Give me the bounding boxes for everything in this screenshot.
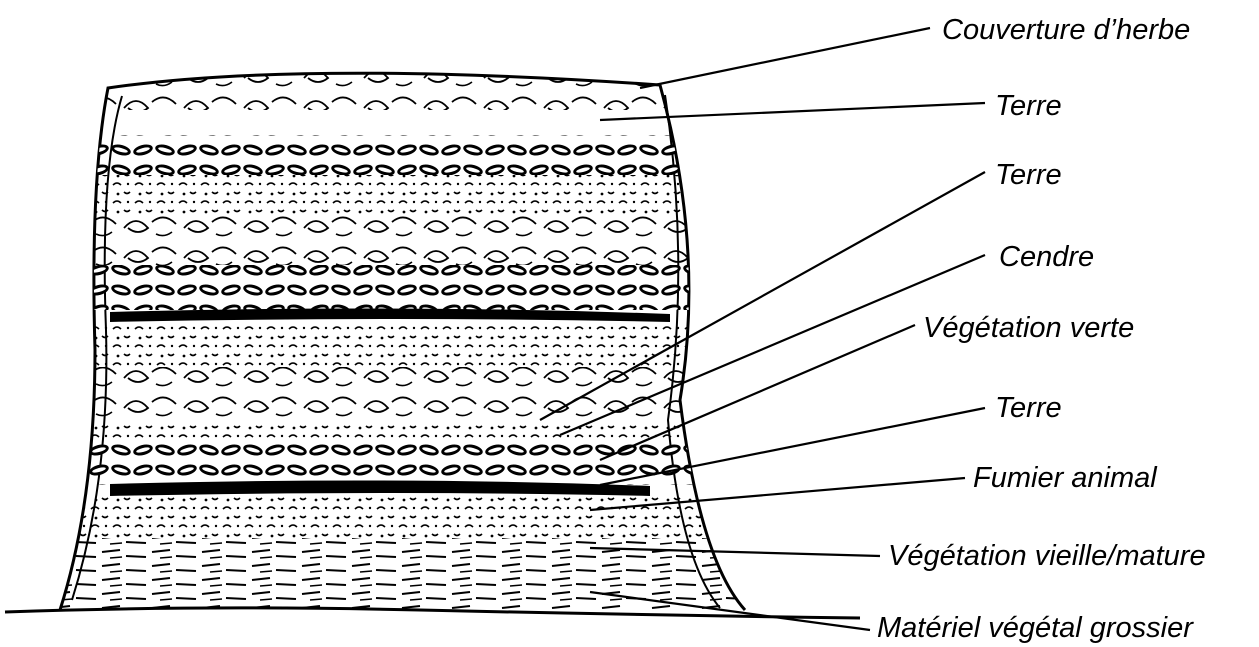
leaf-layer-middle xyxy=(60,265,760,310)
label-vegetation-verte: Végétation verte xyxy=(923,314,1134,343)
soil-layer-middle xyxy=(60,322,760,367)
soil-layer-top xyxy=(60,175,760,215)
label-fumier-animal: Fumier animal xyxy=(973,464,1157,493)
swirl-layer-top xyxy=(60,215,760,265)
label-couverture-dherbe: Couverture d’herbe xyxy=(942,16,1190,45)
label-terre-1: Terre xyxy=(995,92,1062,121)
label-vegetation-vieille-mature: Végétation vieille/mature xyxy=(888,542,1206,571)
label-cendre: Cendre xyxy=(999,243,1094,272)
manure-layer xyxy=(60,496,760,538)
leader-line-couverture xyxy=(640,28,930,88)
label-terre-2: Terre xyxy=(995,161,1062,190)
leaf-layer-top xyxy=(60,135,760,175)
label-terre-3: Terre xyxy=(995,394,1062,423)
label-materiel-vegetal-grossier: Matériel végétal grossier xyxy=(877,614,1193,643)
dark-band-upper xyxy=(110,308,670,322)
green-vegetation-layer xyxy=(60,440,760,485)
